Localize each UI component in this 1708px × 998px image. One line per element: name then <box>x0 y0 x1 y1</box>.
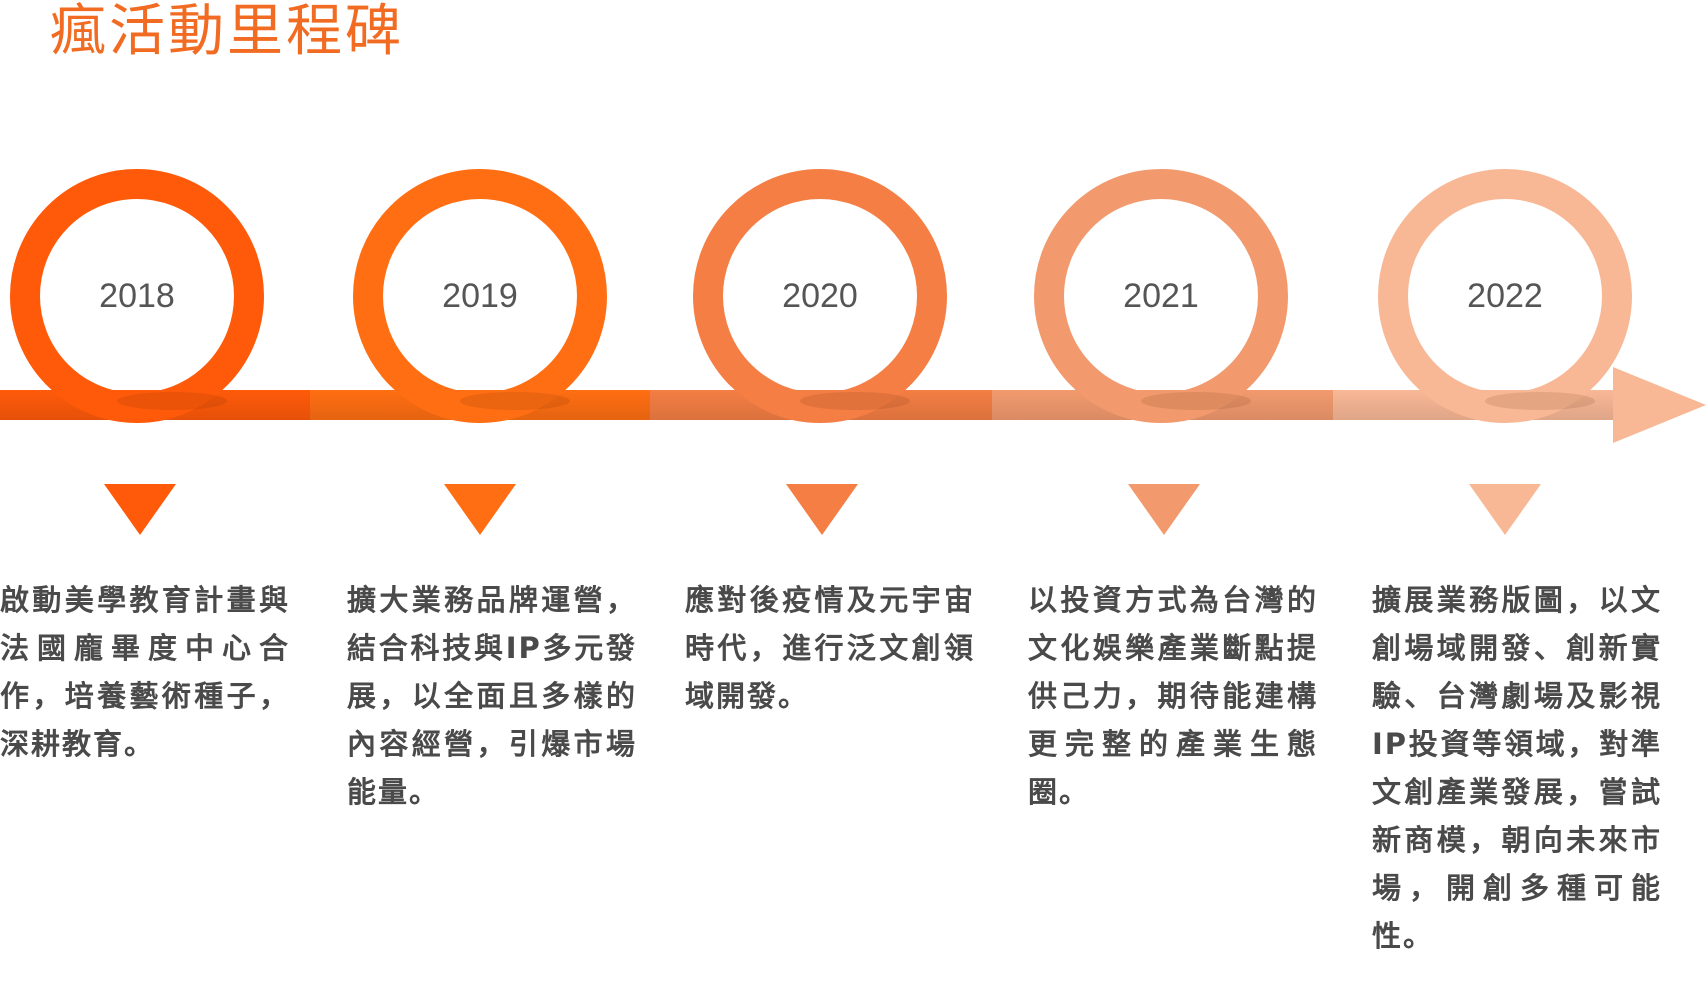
timeline-arrow-head <box>1613 367 1706 443</box>
timeline-segment-2018 <box>0 390 310 420</box>
milestone-description-2020: 應對後疫情及元宇宙時代，進行泛文創領域開發。 <box>685 583 975 713</box>
milestone-ring-shadow-2020 <box>800 392 910 410</box>
milestone-description-2018: 啟動美學教育計畫與法國龐畢度中心合作，培養藝術種子，深耕教育。 <box>0 583 290 761</box>
milestone-ring-shadow-2022 <box>1485 392 1595 410</box>
timeline-segment-2022 <box>1333 390 1615 420</box>
year-label-2020: 2020 <box>782 277 858 315</box>
milestone-description-2021: 以投資方式為台灣的文化娛樂產業斷點提供己力，期待能建構更完整的產業生態圈。 <box>1028 583 1318 809</box>
milestone-ring-shadow-2019 <box>460 392 570 410</box>
milestone-pointer-2019 <box>444 484 516 535</box>
page-title: 瘋活動里程碑 <box>50 0 404 64</box>
milestone-ring-shadow-2021 <box>1141 392 1251 410</box>
timeline-segment-2020 <box>650 390 992 420</box>
milestone-pointer-2022 <box>1469 484 1541 535</box>
timeline-segment-2021 <box>992 390 1333 420</box>
year-label-2022: 2022 <box>1467 277 1543 315</box>
milestone-ring-shadow-2018 <box>117 392 227 410</box>
year-label-2021: 2021 <box>1123 277 1199 315</box>
milestone-pointer-2021 <box>1128 484 1200 535</box>
timeline-bar-shade <box>0 390 1615 420</box>
year-label-2018: 2018 <box>99 277 175 315</box>
timeline-segment-2019 <box>310 390 650 420</box>
year-label-2019: 2019 <box>442 277 518 315</box>
milestone-pointer-2020 <box>786 484 858 535</box>
milestone-description-2019: 擴大業務品牌運營，結合科技與IP多元發展，以全面且多樣的內容經營，引爆市場能量。 <box>347 583 637 809</box>
milestone-description-2022: 擴展業務版圖，以文創場域開發、創新實驗、台灣劇場及影視IP投資等領域，對準文創產… <box>1372 583 1662 953</box>
milestone-pointer-2018 <box>104 484 176 535</box>
